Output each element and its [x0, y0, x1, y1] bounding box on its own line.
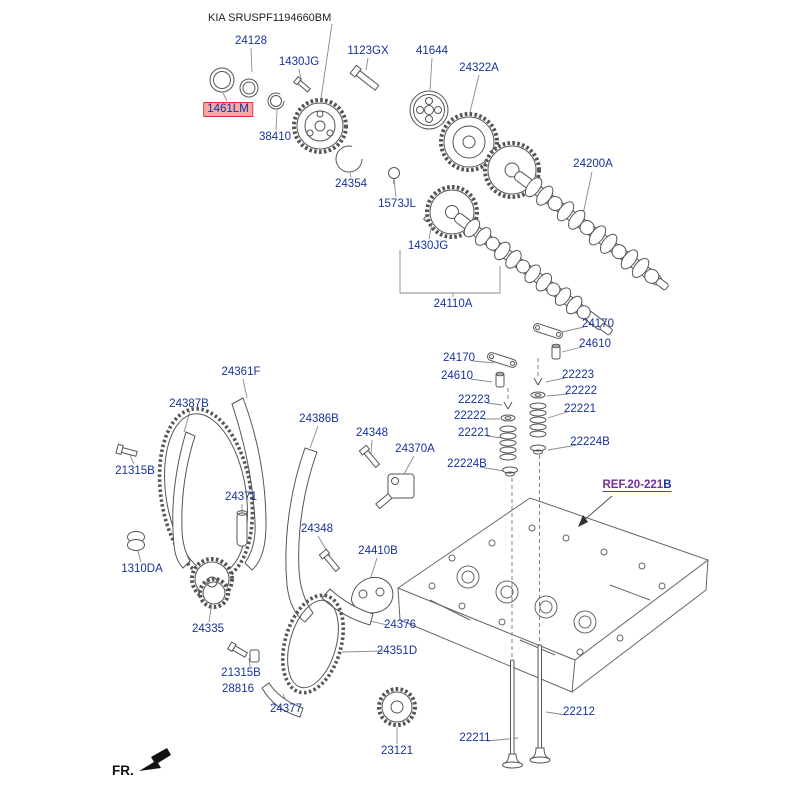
- part-label-22223-right[interactable]: 22223: [562, 369, 594, 381]
- part-label-24200a[interactable]: 24200A: [573, 158, 613, 170]
- valvetrain-art: [487, 323, 563, 769]
- fr-direction-arrow: [139, 748, 171, 771]
- ref-link-20-221b[interactable]: REF.20-221B: [602, 479, 672, 492]
- camshaft-assembly-art: [209, 64, 669, 336]
- part-label-28816[interactable]: 28816: [222, 683, 254, 695]
- watermark-text: KIA SRUSPF1194660BM: [208, 12, 332, 24]
- part-label-24348-upper[interactable]: 24348: [356, 427, 388, 439]
- part-label-1430jg-mid[interactable]: 1430JG: [407, 240, 449, 252]
- part-label-24322a[interactable]: 24322A: [459, 62, 499, 74]
- part-label-24335[interactable]: 24335: [192, 623, 224, 635]
- part-label-24128[interactable]: 24128: [235, 35, 267, 47]
- part-label-24361f[interactable]: 24361F: [221, 366, 261, 378]
- ref-link-suffix: B: [663, 479, 672, 491]
- part-label-1430jg-top[interactable]: 1430JG: [278, 56, 320, 68]
- part-label-24610-right[interactable]: 24610: [579, 338, 611, 350]
- part-label-24376[interactable]: 24376: [384, 619, 416, 631]
- part-label-22224b-left[interactable]: 22224B: [447, 458, 487, 470]
- part-label-22223-left[interactable]: 22223: [458, 394, 490, 406]
- part-label-22221-right[interactable]: 22221: [564, 403, 596, 415]
- part-label-1461lm-highlighted[interactable]: 1461LM: [203, 102, 253, 117]
- part-label-1310da[interactable]: 1310DA: [121, 563, 163, 575]
- timing-chain-art: [115, 397, 417, 727]
- part-label-1573jl[interactable]: 1573JL: [378, 198, 416, 210]
- part-label-22222-left[interactable]: 22222: [454, 410, 486, 422]
- part-label-24354[interactable]: 24354: [335, 178, 367, 190]
- part-label-41644[interactable]: 41644: [416, 45, 448, 57]
- part-label-23121[interactable]: 23121: [381, 745, 413, 757]
- part-label-24386b[interactable]: 24386B: [299, 413, 339, 425]
- part-label-24610-left[interactable]: 24610: [441, 370, 473, 382]
- part-label-38410[interactable]: 38410: [259, 131, 291, 143]
- part-label-24370a[interactable]: 24370A: [395, 443, 435, 455]
- part-label-22221-left[interactable]: 22221: [458, 427, 490, 439]
- part-label-24170-right[interactable]: 24170: [582, 318, 614, 330]
- part-label-24110a[interactable]: 24110A: [433, 298, 473, 310]
- part-label-24387b[interactable]: 24387B: [169, 398, 209, 410]
- fr-direction-label: FR.: [112, 763, 134, 778]
- ref-arrow: [578, 495, 613, 527]
- part-label-24170-left[interactable]: 24170: [443, 352, 475, 364]
- part-label-24371[interactable]: 24371: [225, 491, 257, 503]
- engine-block-art: [396, 497, 710, 693]
- part-label-1123gx[interactable]: 1123GX: [347, 45, 389, 57]
- part-label-24377[interactable]: 24377: [270, 703, 302, 715]
- part-label-21315b-lower[interactable]: 21315B: [221, 667, 261, 679]
- part-label-24348-lower[interactable]: 24348: [301, 523, 333, 535]
- part-label-22211[interactable]: 22211: [459, 732, 491, 744]
- leader-lines: [129, 23, 593, 744]
- part-label-21315b-upper[interactable]: 21315B: [115, 465, 155, 477]
- part-label-24351d[interactable]: 24351D: [376, 645, 418, 657]
- part-label-24410b[interactable]: 24410B: [358, 545, 398, 557]
- part-label-22224b-right[interactable]: 22224B: [570, 436, 610, 448]
- ref-link-prefix: REF.20-221: [602, 479, 664, 491]
- part-label-22222-right[interactable]: 22222: [565, 385, 597, 397]
- part-label-22212[interactable]: 22212: [563, 706, 595, 718]
